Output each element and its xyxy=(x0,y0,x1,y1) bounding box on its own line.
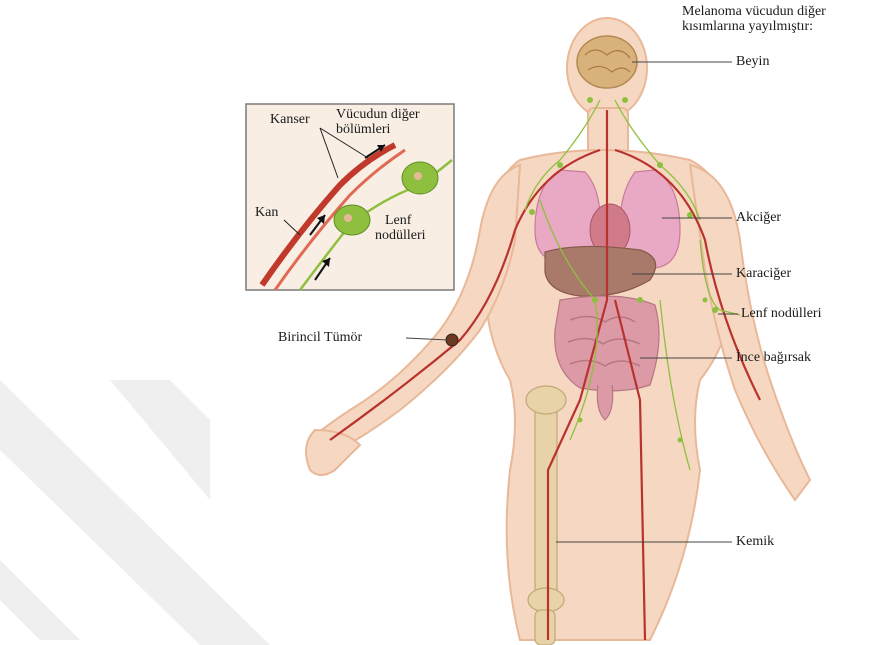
inset-label-vucudun-1: Vücudun diğer xyxy=(336,107,420,122)
label-birincil-tumor: Birincil Tümör xyxy=(278,330,362,346)
label-beyin: Beyin xyxy=(736,54,769,70)
inset-label-vucudun-2: bölümleri xyxy=(336,122,390,137)
label-kemik: Kemik xyxy=(736,534,774,550)
inset-label-kanser: Kanser xyxy=(270,112,310,127)
inset-label-kan: Kan xyxy=(255,205,278,220)
brain xyxy=(577,36,637,88)
label-lenf-nodulleri: Lenf nodülleri xyxy=(741,306,821,322)
label-akciger: Akciğer xyxy=(736,210,781,226)
watermark xyxy=(0,380,270,645)
label-ince-bagirsak: İnce bağırsak xyxy=(736,350,811,366)
inset-label-lenf-2: nodülleri xyxy=(375,228,426,243)
label-karaciger: Karaciğer xyxy=(736,266,791,282)
inset-label-lenf-1: Lenf xyxy=(385,213,411,228)
header-line-1: Melanoma vücudun diğer xyxy=(682,4,826,19)
header-line-2: kısımlarına yayılmıştır: xyxy=(682,19,813,34)
